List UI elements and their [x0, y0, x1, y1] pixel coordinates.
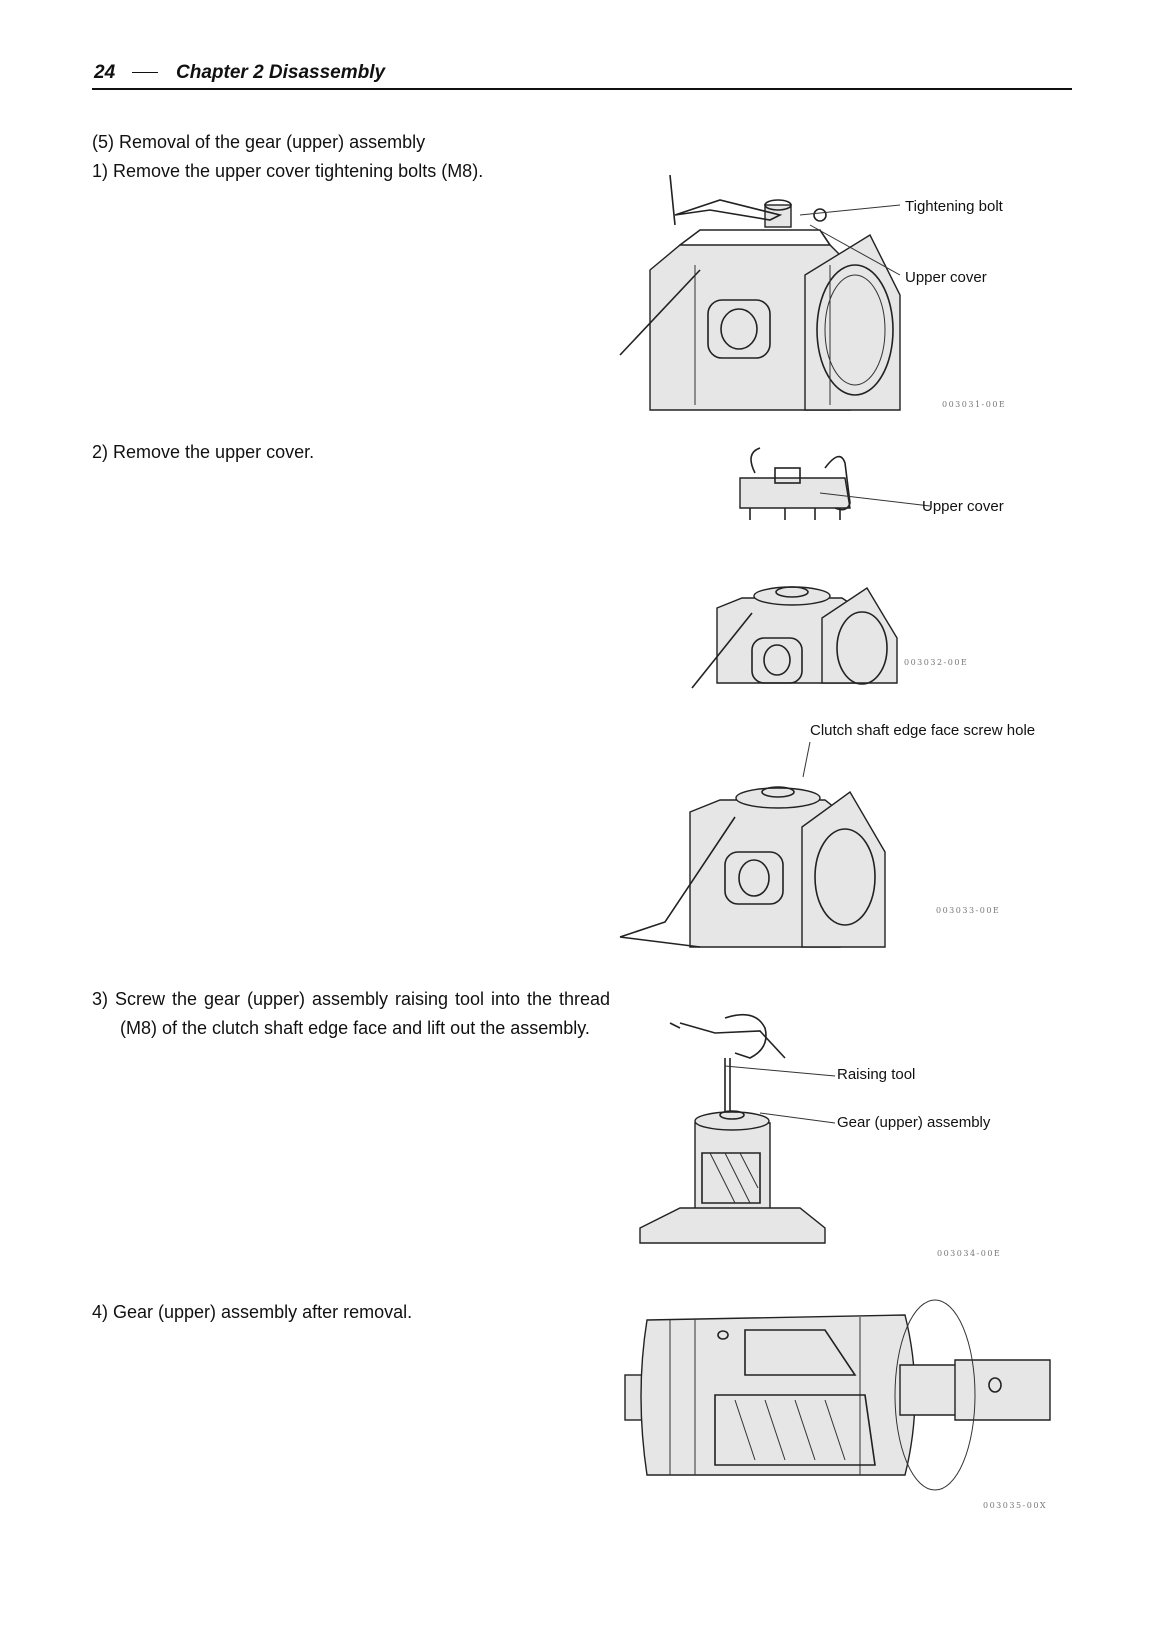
page-header: 24 Chapter 2 Disassembly [92, 60, 1072, 90]
callout-tightening-bolt: Tightening bolt [905, 198, 1003, 215]
figure-2-cover-illustration [739, 447, 851, 520]
figure-4-code: 003034-00E [937, 1249, 1002, 1258]
figure-4-leader-lines [724, 1065, 836, 1124]
step-3-text: 3) Screw the gear (upper) assembly raisi… [92, 989, 610, 1038]
callout-gear-upper-assembly: Gear (upper) assembly [837, 1114, 991, 1131]
figure-1-leader-lines [799, 204, 901, 276]
figure-2-code: 003032-00E [904, 658, 969, 667]
step-1-text: 1) Remove the upper cover tightening bol… [92, 161, 484, 181]
figure-3-code: 003033-00E [936, 906, 1001, 915]
callout-clutch-shaft-screw-hole: Clutch shaft edge face screw hole [810, 722, 1036, 739]
chapter-title: Chapter 2 Disassembly [176, 62, 386, 83]
callout-upper-cover-2: Upper cover [922, 498, 1004, 515]
step-2-text: 2) Remove the upper cover. [92, 442, 315, 462]
callout-upper-cover: Upper cover [905, 269, 987, 286]
figure-3-illustration [619, 786, 886, 948]
callout-raising-tool: Raising tool [837, 1066, 916, 1083]
figure-5-code: 003035-00X [983, 1501, 1048, 1510]
figure-4-illustration [639, 1013, 826, 1244]
section-title: (5) Removal of the gear (upper) assembly [92, 132, 426, 152]
figure-3-leader-line [802, 741, 811, 778]
figure-5: 003035-00X [624, 1299, 1075, 1520]
figure-2: Upper cover 003032-00E [640, 447, 1070, 698]
figure-1: Tightening bolt Upper cover 003031-00E [619, 174, 1080, 435]
figure-1-illustration [619, 174, 901, 411]
step-4-text: 4) Gear (upper) assembly after removal. [92, 1302, 413, 1322]
figure-2-housing-illustration [691, 586, 898, 689]
figure-1-code: 003031-00E [942, 400, 1007, 409]
header-dash [132, 72, 158, 73]
page-number: 24 [94, 62, 116, 83]
figure-5-illustration [624, 1299, 1051, 1491]
figure-2-leader-line [819, 492, 931, 507]
figure-3: Clutch shaft edge face screw hole 003033… [619, 722, 1080, 962]
figure-4: Raising tool Gear (upper) assembly 00303… [639, 1003, 1070, 1273]
